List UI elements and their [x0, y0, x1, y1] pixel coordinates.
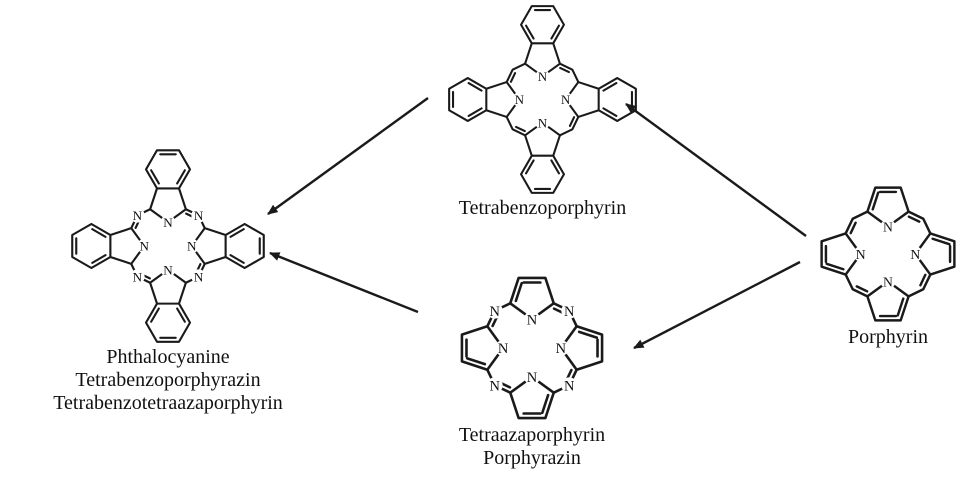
atom-mask [160, 262, 176, 277]
molecule-label: Phthalocyanine [106, 346, 230, 368]
nitrogen-atom-label: N [163, 215, 173, 230]
atom-mask [880, 219, 896, 235]
atom-mask [558, 92, 573, 107]
atom-mask [524, 311, 540, 328]
nitrogen-atom-label: N [140, 239, 150, 254]
nitrogen-atom-label: N [490, 304, 501, 320]
molecule-label: Porphyrin [848, 326, 928, 348]
tetrabenzoporphyrin-labels: Tetrabenzoporphyrin [459, 197, 626, 220]
molecule-tetraazaporphyrin: N N N N N N N N Tetraazaporphyrin Porphyrazin [424, 272, 640, 470]
atom-mask [130, 208, 145, 223]
atom-mask [561, 302, 578, 319]
tetraazaporphyrin-labels: Tetraazaporphyrin Porphyrazin [459, 424, 605, 470]
nitrogen-atom-label: N [133, 269, 143, 284]
reaction-arrow-porphyrin-to-tetraazaporphyrin [633, 260, 801, 350]
atom-mask [130, 269, 145, 284]
nitrogen-atom-label: N [194, 269, 204, 284]
nitrogen-atom-label: N [883, 274, 893, 289]
atom-mask [907, 246, 923, 262]
nitrogen-atom-label: N [556, 341, 567, 357]
nitrogen-atom-label: N [910, 247, 920, 262]
molecule-label: Tetraazaporphyrin [458, 424, 606, 446]
nitrogen-atom-label: N [194, 208, 204, 223]
atom-mask [486, 302, 503, 319]
molecule-label: Tetrabenzoporphyrin [458, 197, 627, 219]
atom-mask [880, 273, 896, 289]
nitrogen-atom-label: N [498, 341, 509, 357]
atom-mask [853, 246, 869, 262]
nitrogen-atom-label: N [133, 208, 143, 223]
nitrogen-atom-label: N [564, 378, 575, 394]
tetraazaporphyrin-structure: N N N N N N N N [456, 272, 608, 424]
atom-mask [535, 69, 550, 84]
nitrogen-atom-label: N [561, 93, 570, 107]
atom-mask [137, 238, 152, 254]
atom-mask [512, 92, 527, 107]
nitrogen-atom-label: N [538, 116, 547, 130]
nitrogen-atom-label: N [527, 370, 538, 386]
atom-mask [561, 377, 578, 394]
atom-mask [524, 368, 540, 385]
nitrogen-atom-label: N [187, 239, 197, 254]
atom-mask [160, 215, 176, 230]
nitrogen-atom-label: N [490, 378, 501, 394]
nitrogen-atom-label: N [515, 93, 524, 107]
atom-mask [191, 269, 206, 284]
molecule-porphyrin: N N N N Porphyrin [810, 182, 960, 349]
nitrogen-atom-label: N [883, 220, 893, 235]
atom-mask [535, 115, 550, 130]
molecule-label: Tetrabenzoporphyrazin [75, 369, 261, 392]
nitrogen-atom-label: N [538, 70, 547, 84]
atom-mask [495, 340, 512, 356]
porphyrin-structure: N N N N [816, 182, 960, 326]
nitrogen-atom-label: N [163, 262, 173, 277]
molecule-label: Tetrabenzotetraazaporphyrin [53, 392, 283, 415]
nitrogen-atom-label: N [564, 304, 575, 320]
molecule-label: Porphyrazin [483, 447, 581, 470]
atom-mask [552, 340, 569, 356]
nitrogen-atom-label: N [856, 247, 866, 262]
atom-mask [191, 208, 206, 223]
nitrogen-atom-label: N [527, 312, 538, 328]
atom-mask [486, 377, 503, 394]
porphyrin-labels: Porphyrin [848, 326, 928, 349]
atom-mask [184, 238, 199, 254]
phthalocyanine-labels: Phthalocyanine Tetrabenzoporphyrazin Tet… [53, 346, 283, 416]
